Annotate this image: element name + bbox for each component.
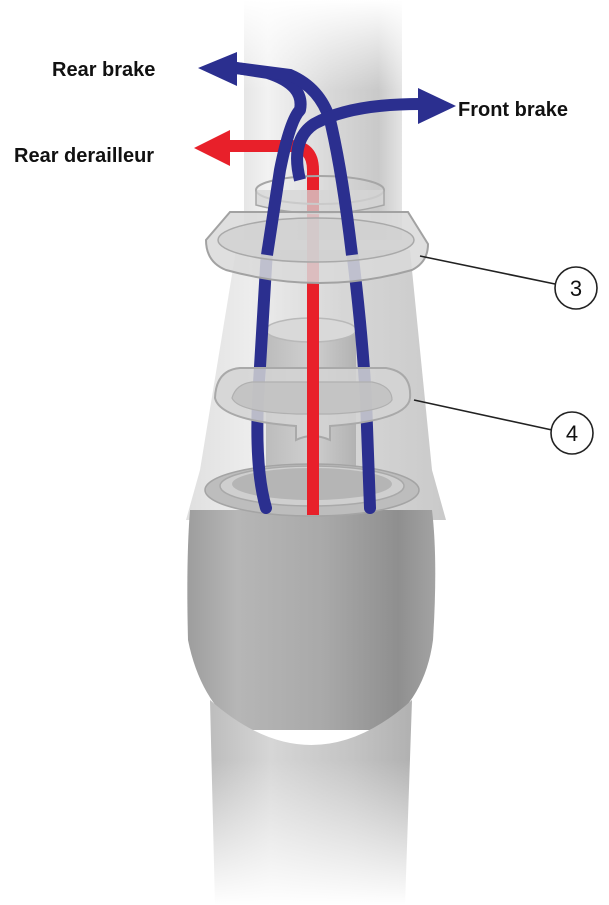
callout-3: 3 bbox=[555, 267, 597, 309]
lower-head-tube bbox=[187, 510, 435, 905]
callout-4: 4 bbox=[551, 412, 593, 454]
rear-brake-label: Rear brake bbox=[52, 59, 155, 81]
front-brake-label: Front brake bbox=[458, 99, 568, 121]
callout-leader-lines bbox=[414, 256, 555, 430]
callout-3-number: 3 bbox=[570, 276, 582, 301]
callout-4-number: 4 bbox=[566, 421, 578, 446]
rear-derailleur-label: Rear derailleur bbox=[14, 145, 154, 167]
